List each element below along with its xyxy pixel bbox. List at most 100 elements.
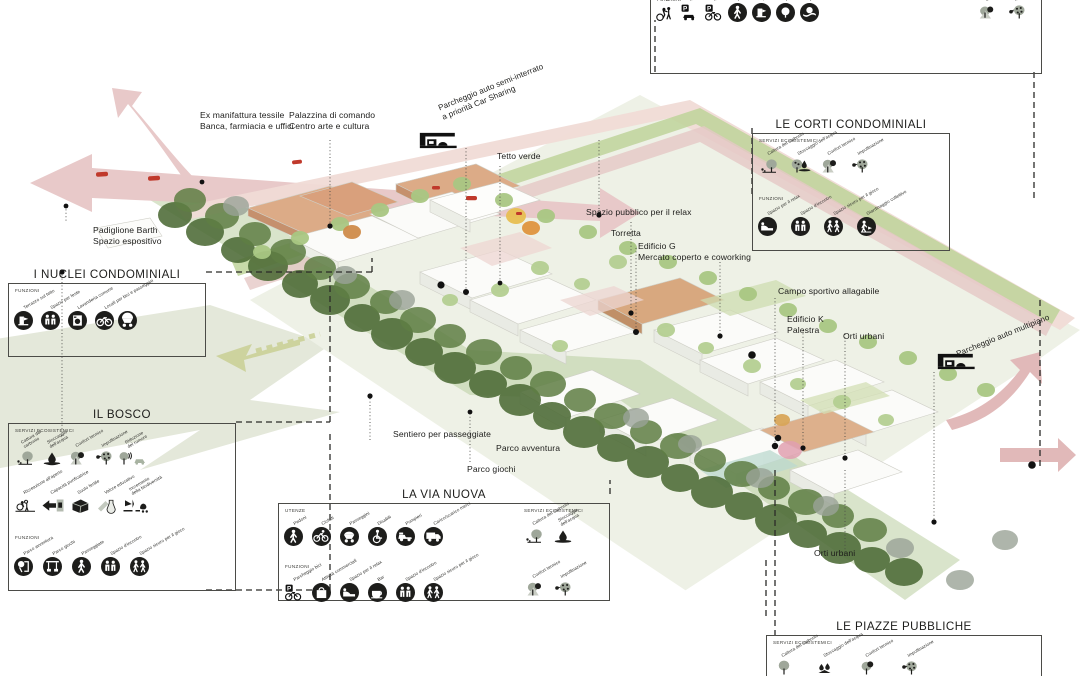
legend-icon-cyclist[interactable]: Ciclisti xyxy=(312,515,335,546)
fertile-soil-icon xyxy=(72,499,89,514)
legend-icon-water-storage[interactable]: Stoccaggio dell'acqua xyxy=(814,631,864,676)
legend-icon-pollination[interactable]: Impollinazione xyxy=(92,429,128,468)
noise-reduction-icon xyxy=(119,452,145,465)
legend-icon-carbon-capture[interactable]: Cattura del carbonio xyxy=(758,131,805,176)
legend-icon-roof-terrace[interactable]: Terrazzo sul tetto xyxy=(14,288,55,330)
legend-icon-party-space[interactable]: Spazio per feste xyxy=(41,289,81,330)
legend-icon-safe-play[interactable]: Spazio sicuro per il gioco xyxy=(824,186,880,236)
legend-icon-pollination-top[interactable]: Impollinazione xyxy=(1005,0,1041,22)
label-spazio-relax: Spazio pubblico per il relax xyxy=(586,207,692,217)
legend-icon-stroller[interactable] xyxy=(118,311,137,330)
legend-icon-meeting-space[interactable]: Spazio d'incontro xyxy=(396,560,437,602)
icon-caption: Disabili xyxy=(376,514,392,526)
legend-icon-carbon-capture[interactable]: Cattura del carbonio xyxy=(14,429,42,468)
icon-caption: Carico/scarico merci xyxy=(432,500,472,526)
legend-icon-bike-storage[interactable]: Locali per bici e passeggini xyxy=(95,278,154,330)
icon-caption: Confort termico xyxy=(531,558,562,579)
legend-icon-safe-play[interactable]: Spazio sicuro per il gioco xyxy=(424,552,480,602)
panel-title: I NUCLEI CONDOMINIALI xyxy=(33,268,181,281)
legend-icon-stroller[interactable]: Passeggini xyxy=(340,510,370,546)
legend-icon-carbon-capture[interactable]: Cattura del carbonio xyxy=(772,633,819,676)
legend-icon-thermal-comfort[interactable]: Confort termico xyxy=(66,428,104,468)
label-torretta: Torretta xyxy=(611,228,641,238)
legend-icon-roof-terrace[interactable]: Terrazze condominiali xyxy=(752,0,778,22)
loading-truck-icon xyxy=(424,527,443,546)
legend-icon-firefighter[interactable]: Pompieri xyxy=(396,513,423,546)
legend-icon-pedestrian[interactable]: Pedoni xyxy=(284,514,307,546)
panel-le-piazze-pubbliche: LE PIAZZE PUBBLICHE SERVIZI ECOSISTEMICI… xyxy=(766,620,1042,676)
legend-icon-water-storage[interactable]: Stoccaggio dell'acqua xyxy=(788,129,838,176)
legend-icon-gardening[interactable]: Giardinaggio collettivo xyxy=(857,189,907,236)
legend-icon-bike-pedestrian[interactable]: Strada a priorità ciclo-pedonale xyxy=(656,0,679,22)
relax-icon xyxy=(758,217,777,236)
thermal-comfort-icon xyxy=(527,582,541,596)
legend-icon-canal[interactable]: Riattivazione Roggia storica xyxy=(800,0,834,22)
legend-icon-water-storage[interactable]: Stoccaggio dell'acqua xyxy=(40,429,69,468)
legend-icon-parking-car[interactable]: Ingresso ai parcheggi pubblici P xyxy=(680,0,706,22)
legend-icon-pedestrian[interactable]: Accesso pedonale al quartiere xyxy=(728,0,754,22)
section-label-funzioni: FUNZIONI xyxy=(285,564,310,569)
gardening-icon xyxy=(857,217,876,236)
legend-icon-pollination[interactable]: Impollinazione xyxy=(898,639,934,676)
legend-icon-loading-truck[interactable]: Carico/scarico merci xyxy=(424,501,471,546)
section-label-funzioni: FUNZIONI xyxy=(15,535,40,540)
legend-icon-carbon-capture[interactable]: Cattura del carbonio xyxy=(523,501,570,546)
legend-icon-parking-bike[interactable]: Ingresso parcheggi bici condominiali P xyxy=(704,0,730,22)
legend-icon-fertile-soil[interactable]: Suolo fertile xyxy=(68,478,100,515)
icon-caption: Ciclisti xyxy=(320,514,335,526)
playground-icon xyxy=(43,557,62,576)
legend-icon-playground[interactable]: Parco giochi xyxy=(43,539,76,576)
legend-icon-bar[interactable]: Bar xyxy=(368,574,387,602)
parking-car-icon: P xyxy=(681,4,695,21)
icon-caption: Pedoni xyxy=(292,514,308,526)
legend-icon-outdoor-recreation[interactable]: Ricreazione all'aperto xyxy=(14,468,63,515)
courtyard-2 xyxy=(560,286,644,316)
legend-icon-water-storage[interactable]: Stoccaggio dell'acqua xyxy=(551,507,580,546)
outdoor-recreation-icon xyxy=(15,499,35,512)
legend-icon-shopping[interactable]: Attività commerciali xyxy=(312,558,357,602)
legend-icon-relax[interactable]: Spazio per il relax xyxy=(758,193,801,236)
icon-caption: Bar xyxy=(376,574,386,582)
meeting-space-icon xyxy=(101,557,120,576)
legend-icon-meeting-space[interactable]: Spazio d'incontro xyxy=(101,534,142,576)
legend-icon-walking[interactable]: Passeggiate xyxy=(72,539,105,576)
legend-icon-thermal-comfort[interactable]: Confort termico xyxy=(523,559,561,599)
panel-le-corti-condominiali: LE CORTI CONDOMINIALI SERVIZI ECOSISTEMI… xyxy=(752,118,950,251)
legend-icon-thermal-comfort[interactable]: Confort termico xyxy=(856,638,894,676)
label-sentiero: Sentiero per passeggiate xyxy=(393,429,491,439)
section-label-servizi: SERVIZI ECOSISTEMICI xyxy=(524,508,583,513)
section-label-funzioni: FUNZIONI xyxy=(759,196,784,201)
pollination-icon xyxy=(1009,5,1025,19)
legend-icon-thermal-comfort[interactable]: Confort termico xyxy=(818,136,856,176)
label-padiglione-barth: Padiglione Barth Spazio espositivo xyxy=(93,225,162,246)
legend-icon-air-purification[interactable]: Capacità purificatrice xyxy=(41,469,89,515)
legend-icon-thermal-comfort-top[interactable]: Confort termico xyxy=(976,0,1000,22)
tree-canopy-group xyxy=(158,177,1018,590)
adventure-park-icon xyxy=(14,557,33,576)
legend-icon-new-trees[interactable]: Nuove alberature xyxy=(776,0,798,22)
label-parco-giochi: Parco giochi xyxy=(467,464,516,474)
legend-icon-educational-value[interactable]: Valore educativo xyxy=(95,474,135,515)
legend-icon-pollination[interactable]: Impollinazione xyxy=(551,560,587,599)
shopping-icon xyxy=(312,583,331,602)
legend-icon-bike-parking[interactable]: Parcheggio bici P xyxy=(284,562,322,602)
legend-icon-relax[interactable]: Spazio per il relax xyxy=(340,559,383,602)
meeting-space-icon xyxy=(396,583,415,602)
bike-pedestrian-icon xyxy=(656,6,671,21)
legend-icon-safe-play[interactable]: Spazio sicuro per il gioco xyxy=(130,526,186,576)
legend-icon-noise-reduction[interactable]: Riduzione del rumore xyxy=(118,430,148,468)
section-label-funzioni: FUNZIONI xyxy=(657,0,1036,2)
legend-icon-laundry[interactable]: Lavanderia comune xyxy=(68,285,114,330)
legend-icon-meeting-space[interactable]: Spazio d'incontro xyxy=(791,194,832,236)
panel-title: LE PIAZZE PUBBLICHE xyxy=(836,620,972,633)
parking-bike-icon: P xyxy=(704,4,722,21)
thermal-comfort-icon xyxy=(861,661,874,675)
legend-icon-pollination[interactable]: Impollinazione xyxy=(848,137,884,176)
walking-icon xyxy=(72,557,91,576)
legend-icon-adventure-park[interactable]: Parco avventura xyxy=(14,535,54,576)
legend-icon-disabled[interactable]: Disabili xyxy=(368,514,392,546)
educational-value-icon xyxy=(98,499,116,514)
biodiversity-icon xyxy=(123,499,148,513)
legend-icon-biodiversity[interactable]: Incremento della biodiversità xyxy=(122,474,163,515)
icon-caption: Passeggiate xyxy=(80,538,105,556)
